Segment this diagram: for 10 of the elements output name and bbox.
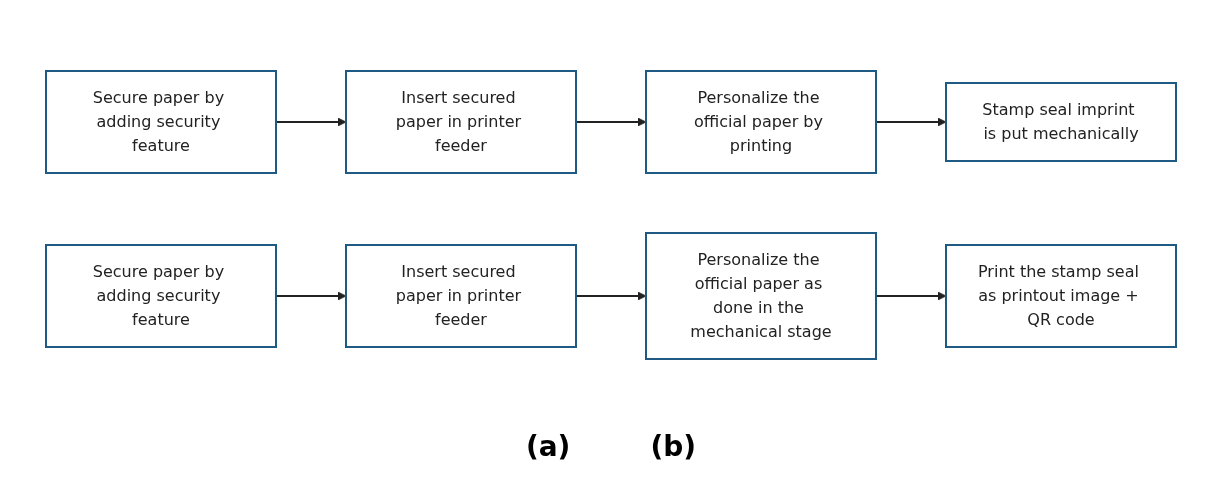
node-box: Insert secured paper in printer feeder <box>345 70 577 174</box>
panel-label: (a) <box>525 430 571 463</box>
node-box: Secure paper by adding security feature <box>45 244 277 348</box>
panel-label: (b) <box>650 430 697 463</box>
node-box: Personalize the official paper as done in the mechanical stage <box>645 232 877 360</box>
node-box: Print the stamp seal as printout image + QR code <box>945 244 1177 348</box>
node-box: Personalize the official paper by printing <box>645 70 877 174</box>
node-box: Stamp seal imprint is put mechanically <box>945 82 1177 162</box>
node-box: Secure paper by adding security feature <box>45 70 277 174</box>
node-box: Insert secured paper in printer feeder <box>345 244 577 348</box>
